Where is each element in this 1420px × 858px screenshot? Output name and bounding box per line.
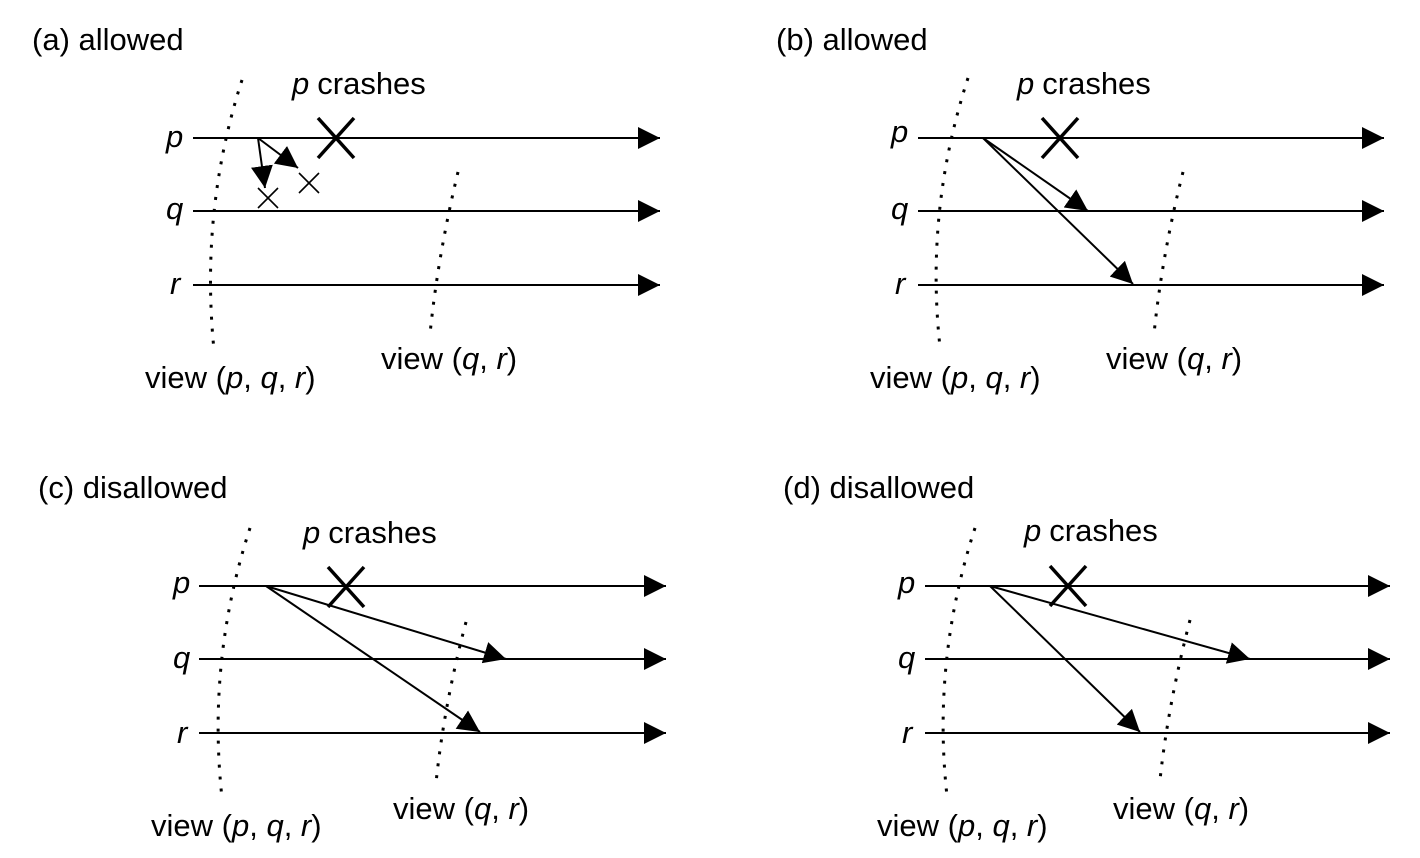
- process-label-q: q: [891, 191, 909, 226]
- view-label-2: view (q, r): [1113, 791, 1249, 826]
- view-boundary-1: [216, 527, 252, 799]
- message-arrow-q: [265, 585, 507, 664]
- process-label-r: r: [895, 266, 907, 301]
- message-arrow-r: [982, 137, 1134, 285]
- process-label-p: p: [165, 119, 183, 154]
- process-label-r: r: [902, 715, 914, 750]
- lost-x-mark: [257, 187, 279, 209]
- lost-x-mark: [298, 172, 320, 194]
- view-boundary-2: [428, 171, 460, 335]
- view-boundary-1: [941, 527, 977, 797]
- view-label-2: view (q, r): [381, 341, 517, 376]
- process-label-p: p: [897, 565, 915, 600]
- process-label-p: p: [172, 565, 190, 600]
- process-label-q: q: [166, 191, 184, 226]
- process-label-p: p: [890, 114, 908, 149]
- process-label-q: q: [173, 640, 191, 675]
- crash-label-text: crashes: [317, 66, 426, 101]
- view-boundary-1: [934, 77, 970, 348]
- view-label-1: view (p, q, r): [870, 360, 1041, 395]
- crash-x-mark: [1040, 116, 1080, 160]
- view-boundary-2: [434, 621, 468, 784]
- message-arrow-q: [989, 585, 1251, 664]
- view-label-2: view (q, r): [1106, 341, 1242, 376]
- message-arrow-r: [989, 585, 1141, 733]
- crash-x-mark: [326, 565, 366, 609]
- crash-label-process: p: [291, 66, 309, 101]
- panel-label: (c) disallowed: [38, 470, 228, 505]
- crash-x-mark: [316, 116, 356, 160]
- view-label-1: view (p, q, r): [151, 808, 322, 843]
- crash-x-mark: [1048, 564, 1088, 608]
- view-label-2: view (q, r): [393, 791, 529, 826]
- message-arrow-lost-1: [251, 137, 273, 189]
- panel-label: (b) allowed: [776, 22, 928, 57]
- view-boundary-2: [1158, 619, 1192, 781]
- view-label-1: view (p, q, r): [145, 360, 316, 395]
- view-boundary-2: [1152, 171, 1185, 335]
- process-label-r: r: [177, 715, 189, 750]
- view-boundary-1: [209, 79, 244, 351]
- panel-label: (a) allowed: [32, 22, 184, 57]
- message-arrow-lost-2: [257, 137, 299, 169]
- process-label-q: q: [898, 640, 916, 675]
- view-label-1: view (p, q, r): [877, 808, 1048, 843]
- panel-label: (d) disallowed: [783, 470, 974, 505]
- process-label-r: r: [170, 266, 182, 301]
- message-arrow-r: [265, 585, 481, 733]
- message-arrow-q: [982, 137, 1089, 212]
